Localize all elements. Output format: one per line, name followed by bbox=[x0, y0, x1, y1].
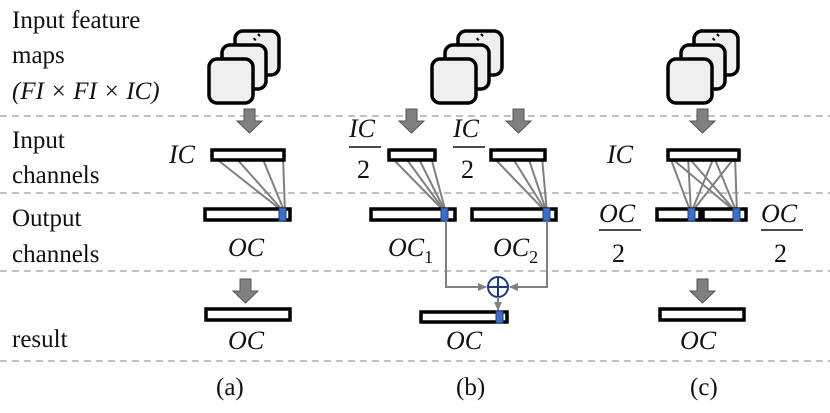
output-channels-bar-1 bbox=[655, 207, 702, 222]
down-arrow-icon bbox=[688, 278, 717, 304]
output-channel-highlight bbox=[278, 207, 287, 222]
output-label-1-denominator: 2 bbox=[612, 239, 625, 268]
input-channels-label: IC bbox=[168, 140, 196, 169]
output-label-1: OC1 bbox=[388, 233, 433, 267]
down-arrow-icon bbox=[688, 108, 717, 134]
output-label-1-numerator: OC bbox=[599, 199, 636, 228]
down-arrow-icon bbox=[231, 278, 260, 304]
feature-map-stack-icon bbox=[666, 26, 740, 105]
feature-map-stack-icon bbox=[207, 26, 281, 105]
input-channels-bar bbox=[210, 148, 286, 162]
output-channels-bar-1 bbox=[369, 207, 457, 222]
row-label-input-feature-maps-2: maps bbox=[12, 42, 65, 69]
row-label-input-feature-maps-3: (FI × FI × IC) bbox=[12, 78, 160, 105]
output-channels-label: OC bbox=[228, 233, 265, 262]
output-channel-highlight-1 bbox=[440, 207, 449, 222]
result-label: OC bbox=[228, 326, 265, 355]
panel-b: IC 2 IC 2 OC1 OC2 OC (b) bbox=[348, 114, 558, 401]
result-bar bbox=[419, 310, 509, 324]
result-bar bbox=[658, 307, 746, 322]
input-label-1-numerator: IC bbox=[348, 114, 376, 143]
result-label: OC bbox=[446, 326, 483, 355]
feature-map-stack-icon bbox=[430, 26, 504, 105]
row-label-output-channels-2: channels bbox=[12, 241, 99, 268]
row-label-output-channels-1: Output bbox=[12, 205, 82, 232]
input-channels-label: IC bbox=[606, 140, 634, 169]
down-arrow-icon bbox=[504, 108, 533, 134]
result-bar bbox=[204, 307, 292, 322]
input-label-1-denominator: 2 bbox=[357, 155, 370, 184]
row-label-result: result bbox=[12, 326, 68, 353]
output-channels-bar-2 bbox=[701, 207, 748, 222]
output-label-2-numerator: OC bbox=[761, 199, 798, 228]
output-channels-bar-2 bbox=[470, 207, 558, 222]
output-channel-highlight-1 bbox=[687, 207, 696, 222]
caption-c: (c) bbox=[690, 374, 718, 401]
down-arrow-icon bbox=[397, 108, 426, 134]
output-channel-highlight-2 bbox=[542, 207, 551, 222]
input-label-2-numerator: IC bbox=[452, 114, 480, 143]
output-channel-highlight-2 bbox=[732, 207, 741, 222]
panel-a: IC OC OC (a) bbox=[168, 140, 292, 401]
row-label-input-channels-1: Input bbox=[12, 127, 65, 154]
output-label-2-denominator: 2 bbox=[774, 239, 787, 268]
input-channels-bar-1 bbox=[387, 148, 437, 162]
input-channels-bar bbox=[666, 148, 741, 162]
down-arrow-icon bbox=[235, 108, 264, 134]
caption-a: (a) bbox=[216, 374, 244, 401]
output-label-2: OC2 bbox=[493, 233, 538, 267]
row-label-input-channels-2: channels bbox=[12, 162, 99, 189]
input-label-2-denominator: 2 bbox=[461, 155, 474, 184]
panel-c: IC OC 2 OC 2 OC (c) bbox=[599, 140, 803, 401]
caption-b: (b) bbox=[456, 374, 485, 401]
result-label: OC bbox=[680, 326, 717, 355]
output-channels-bar bbox=[203, 207, 292, 222]
input-channels-bar-2 bbox=[489, 148, 547, 162]
row-label-input-feature-maps-1: Input feature bbox=[12, 7, 140, 34]
result-highlight bbox=[495, 310, 504, 324]
